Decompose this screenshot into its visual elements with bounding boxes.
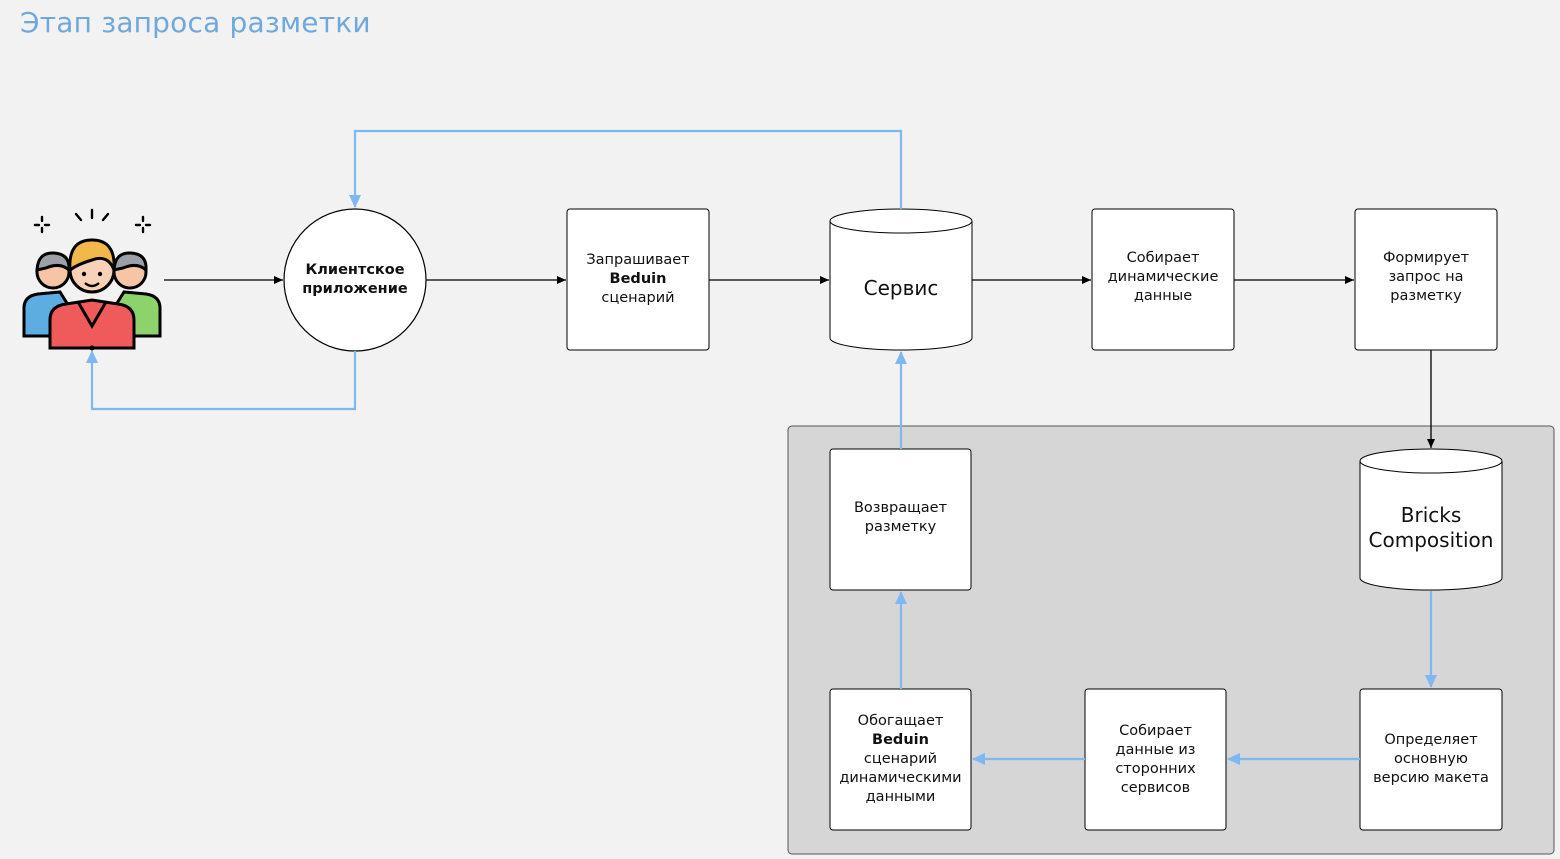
enrich-text-1: Обогащает [857, 713, 944, 729]
request-scenario-bold: Beduin [609, 271, 667, 287]
client-app-label: Клиентское приложение [302, 262, 408, 297]
collect-external-label: Собирает данные из сторонних сервисов [1115, 722, 1196, 796]
enrich-text-2: сценарий динамическими данными [839, 751, 962, 805]
arrow-service-to-client [349, 129, 903, 209]
page-title: Этап запроса разметки [20, 6, 371, 39]
users-group-icon [22, 208, 162, 351]
service-database-node [829, 208, 973, 351]
bricks-label: Bricks Composition [1368, 503, 1494, 552]
form-request-node [1354, 208, 1498, 351]
bricks-database-node [1359, 448, 1503, 591]
request-scenario-text-2: сценарий [601, 290, 675, 306]
returns-markup-label: Возвращает разметку [853, 499, 948, 535]
enrich-bold: Beduin [872, 732, 929, 748]
request-scenario-text-1: Запрашивает [586, 252, 690, 268]
collect-dynamic-label: Собирает динамические данные [1107, 250, 1219, 304]
service-label: Сервис [863, 275, 939, 300]
arrow-client-to-users [86, 350, 357, 411]
enrich-label: Обогащает Beduin сценарий динамическими … [830, 689, 971, 830]
determine-version-label: Определяет основную версию макета [1373, 732, 1489, 786]
form-request-label: Формирует запрос на разметку [1382, 250, 1470, 304]
request-scenario-label: Запрашивает Beduin сценарий [567, 209, 709, 350]
